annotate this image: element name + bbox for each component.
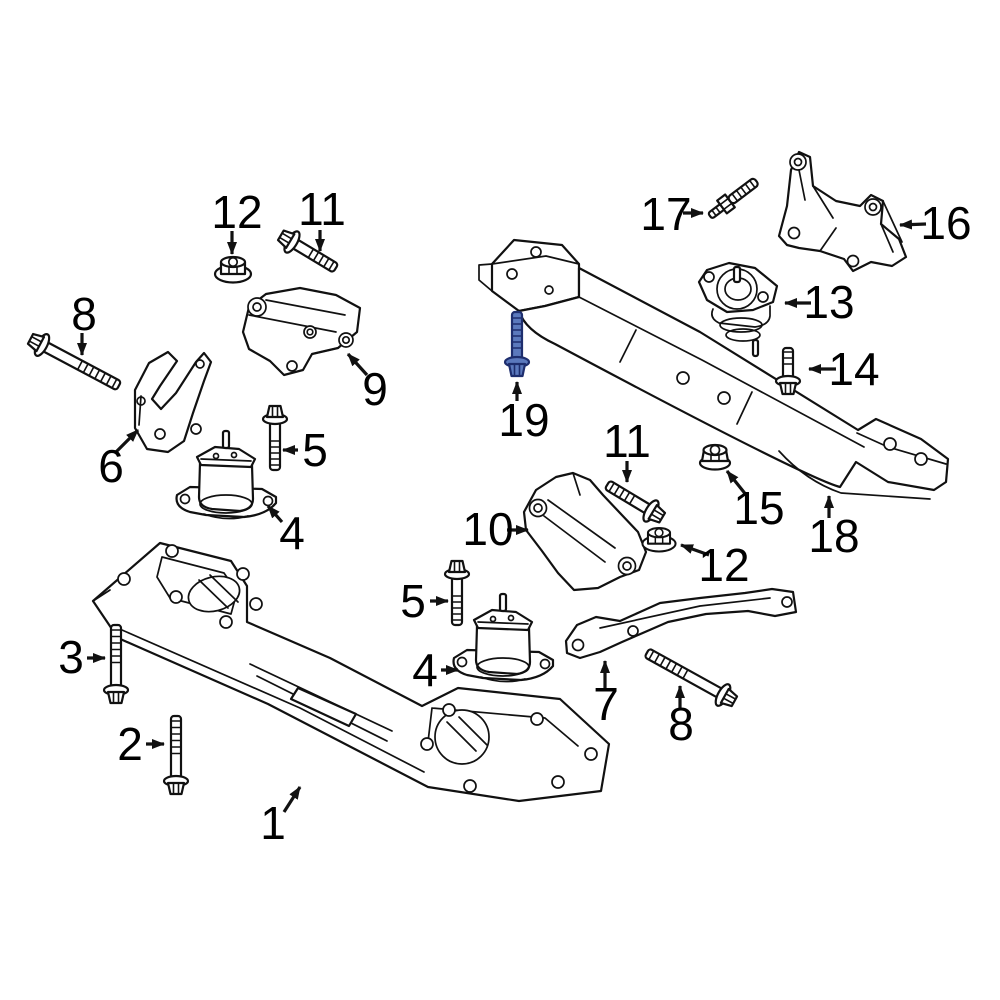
callout-7-label: 7 (593, 678, 619, 730)
part-6-support-bracket (133, 350, 213, 454)
callout-18-label: 18 (808, 510, 859, 562)
arrow-12-mid (680, 543, 710, 557)
callout-5-left-label: 5 (302, 424, 328, 476)
callout-17-label: 17 (640, 188, 691, 240)
part-12-nut-top (213, 255, 253, 284)
callout-16-label: 16 (920, 197, 971, 249)
callout-2-label: 2 (117, 718, 143, 770)
part-7-support-bracket (564, 587, 798, 660)
part-5-bolt-left (261, 404, 289, 472)
callout-4-left-label: 4 (279, 507, 305, 559)
leader-arrows (77, 208, 927, 813)
arrow-16 (899, 219, 927, 230)
callout-3-label: 3 (58, 631, 84, 683)
part-10-mount-bracket (522, 471, 648, 592)
part-15-nut (698, 443, 732, 471)
callout-12-mid-label: 12 (698, 539, 749, 591)
callout-10-label: 10 (462, 503, 513, 555)
callout-8-right-label: 8 (668, 698, 694, 750)
callout-13-label: 13 (803, 276, 854, 328)
part-19-highlighted-bolt (503, 310, 531, 378)
callout-5-center-label: 5 (400, 575, 426, 627)
part-1-front-crossmember (91, 541, 611, 803)
callout-11-top-label: 11 (298, 183, 346, 235)
part-18-rear-crossmember (478, 238, 950, 500)
part-4-engine-mount-right (452, 592, 555, 683)
part-12-nut-mid (641, 527, 677, 553)
arrow-1 (282, 786, 302, 813)
callout-19-label: 19 (498, 394, 549, 446)
arrow-6 (114, 428, 140, 454)
callout-9-label: 9 (362, 363, 388, 415)
callout-4-right-label: 4 (412, 644, 438, 696)
callout-11-mid-label: 11 (603, 415, 651, 467)
part-17-stud (704, 173, 763, 224)
callout-14-label: 14 (828, 343, 879, 395)
part-4-engine-mount-left (175, 429, 278, 520)
callout-15-label: 15 (733, 482, 784, 534)
part-2-bolt (162, 714, 190, 796)
arrow-15 (725, 470, 749, 497)
part-16-transmission-mount-bracket (777, 150, 908, 273)
arrow-9 (346, 352, 369, 377)
callout-1-label: 1 (260, 797, 286, 849)
arrow-4-left (266, 504, 284, 524)
callout-6-label: 6 (98, 440, 124, 492)
callout-8-left-label: 8 (71, 288, 97, 340)
callout-12-top-label: 12 (211, 186, 262, 238)
part-9-mount-bracket (241, 286, 362, 377)
callout-labels: 1 2 3 4 4 5 5 6 7 8 8 9 10 11 11 12 12 1… (58, 183, 971, 849)
part-5-bolt-center (443, 559, 471, 627)
